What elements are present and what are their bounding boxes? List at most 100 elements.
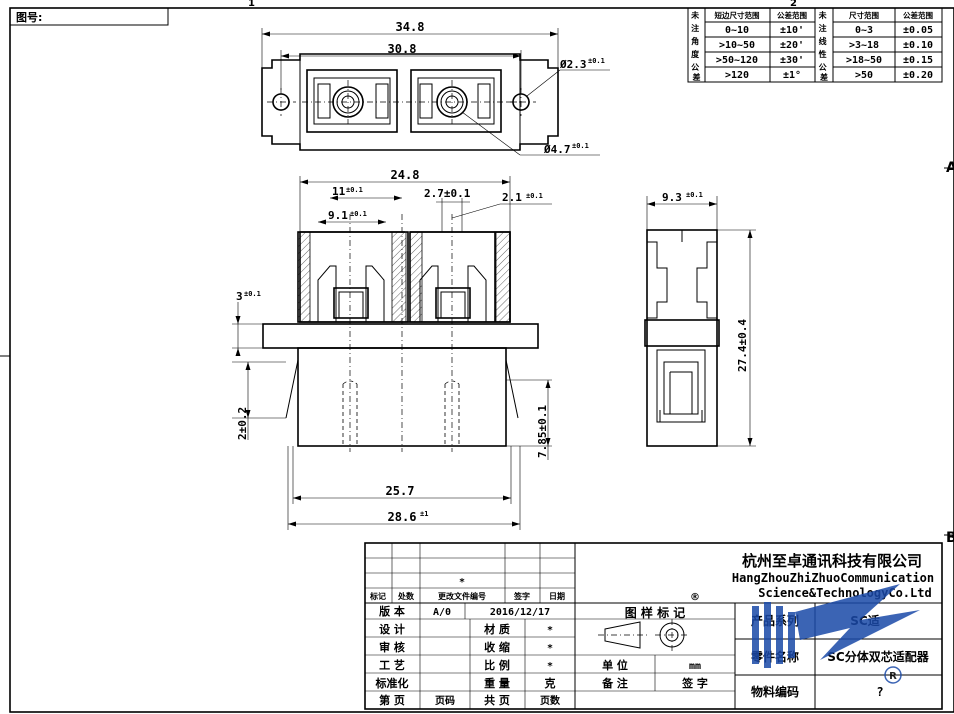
tb-registered-mark: ® [690,592,700,603]
left-row-tol: ±30' [780,55,804,66]
tb-remark-label: 备 注 [601,676,628,690]
product-series-label: 产品系列 [751,613,799,628]
material-code-value: ? [876,685,883,699]
border-mark-1: 1 [248,0,255,9]
rev-header-sign: 签字 [513,591,530,601]
dim-slot-width: 2.7±0.1 [424,187,471,200]
svg-text:R: R [889,671,897,682]
tb-scale-label: 比 例 [484,658,510,672]
tb-unit-value: mm [689,661,701,672]
dim-key-width: 2.1 [502,191,522,204]
tb-drawing-mark-label: 图 样 标 记 [625,605,686,620]
right-row-tol: ±0.15 [903,55,933,66]
rev-header-file: 更改文件编号 [438,591,486,601]
right-row-tol: ±0.10 [903,40,933,51]
right-row-range: >3~18 [849,40,879,51]
tb-page-count-label: 页数 [540,694,561,707]
tb-date-value: 2016/12/17 [490,607,550,618]
dim-bottom-width: 25.7 [386,484,415,498]
dim-latch-offset: 2±0.2 [236,407,249,440]
dim-big-hole-tol: ±0.1 [572,142,589,150]
linear-label-char: 性 [819,49,827,59]
rev-header-count: 处数 [397,591,415,601]
left-row-range: >50~120 [716,55,758,66]
dim-ferrule-pitch-tol: ±0.1 [346,186,363,194]
angle-tolerance-label: 未 注 角 度 公 差 [690,10,702,82]
angle-label-char: 公 [691,63,699,72]
rev-header-date: 日期 [549,591,565,601]
dim-side-depth: 9.3 [662,191,682,204]
left-row-tol: ±10' [780,25,804,36]
linear-label-char: 公 [819,63,827,72]
right-row-tol: ±0.05 [903,25,933,36]
border-mark-a: A [946,160,954,176]
drawing-number-label: 图号: [16,11,42,24]
tb-total-label: 共 页 [484,693,510,707]
projection-symbol-icon [598,619,690,651]
tb-sign-label: 签 字 [681,676,708,690]
dim-flange-width-tol: ±1 [420,510,428,518]
front-view: 24.8 11 ±0.1 9.1 ±0.1 2.7±0.1 2.1 ±0.1 3… [232,168,552,530]
tb-process-label: 工 艺 [379,658,405,672]
left-row-tol: ±20' [780,40,804,51]
angle-label-char: 角 [691,36,699,46]
tb-material-value: * [547,625,553,636]
tb-shrink-label: 收 缩 [484,640,510,654]
dim-key-width-tol: ±0.1 [526,192,543,200]
angle-label-char: 度 [691,49,700,59]
dim-body-depth: 7.85±0.1 [536,405,549,458]
dim-flange-thickness: 3 [236,290,243,303]
tb-material-label: 材 质 [484,622,510,636]
dim-port-width: 9.1 [328,209,348,222]
company-name-en-2: Science&TechnologyCo.Ltd [758,586,931,600]
dim-small-hole-dia: Ø2.3 [559,58,587,71]
dim-side-depth-tol: ±0.1 [686,191,703,199]
tb-version-label: 版 本 [379,604,405,618]
dim-front-width: 24.8 [391,168,420,182]
dim-top-hole-spacing: 30.8 [388,42,417,56]
tb-scale-value: * [547,661,553,672]
title-block: 标记 处数 更改文件编号 签字 日期 * 版 本 A/0 2016/12/17 … [364,542,943,710]
tb-weight-value: 克 [545,676,556,690]
left-header-range: 短边尺寸范围 [715,10,760,20]
linear-label-char: 注 [819,23,827,33]
right-header-tol: 公差范围 [903,10,933,20]
angle-label-char: 注 [691,23,699,33]
dim-big-hole-dia: Ø4.7 [543,143,571,156]
tb-review-label: 审 核 [379,640,405,654]
right-header-range: 尺寸范围 [849,10,879,20]
product-name-label: 零件名称 [750,649,799,664]
dim-ferrule-pitch: 11 [332,185,346,198]
left-header-tol: 公差范围 [777,10,807,20]
rev-mark: * [459,577,465,588]
top-view: 34.8 30.8 Ø2.3 ±0.1 Ø4.7 ±0.1 [261,20,610,156]
left-row-tol: ±1° [783,70,801,81]
left-row-range: >10~50 [719,40,755,51]
tb-page-code-label: 页码 [435,695,455,707]
linear-tolerance-label: 未 注 线 性 公 差 [818,10,830,82]
side-view: 9.3 ±0.1 27.4±0.4 [644,191,756,447]
right-row-range: >50 [855,70,873,81]
left-row-range: 0~10 [725,25,749,36]
dim-flange-width: 28.6 [388,510,417,524]
tb-version-value: A/0 [433,607,451,618]
left-row-range: >120 [725,70,749,81]
rev-header-mark: 标记 [369,591,386,601]
border-mark-b: B [946,530,954,546]
tb-page-label: 第 页 [379,693,405,707]
material-code-label: 物料编码 [751,684,799,699]
right-row-tol: ±0.20 [903,70,933,81]
dim-flange-thickness-tol: ±0.1 [244,290,261,298]
company-name-cn: 杭州至卓通讯科技有限公司 [742,552,922,570]
company-logo-icon: R [752,584,920,684]
dim-side-height: 27.4±0.4 [736,319,749,372]
tb-weight-label: 重 量 [484,676,510,690]
dim-small-hole-tol: ±0.1 [588,57,605,65]
angle-label-char: 差 [692,72,701,82]
dim-top-overall: 34.8 [396,20,425,34]
product-name-value: SC分体双芯适配器 [827,649,929,664]
tb-standard-label: 标准化 [375,676,409,690]
tb-design-label: 设 计 [379,622,405,636]
tb-shrink-value: * [547,643,553,654]
